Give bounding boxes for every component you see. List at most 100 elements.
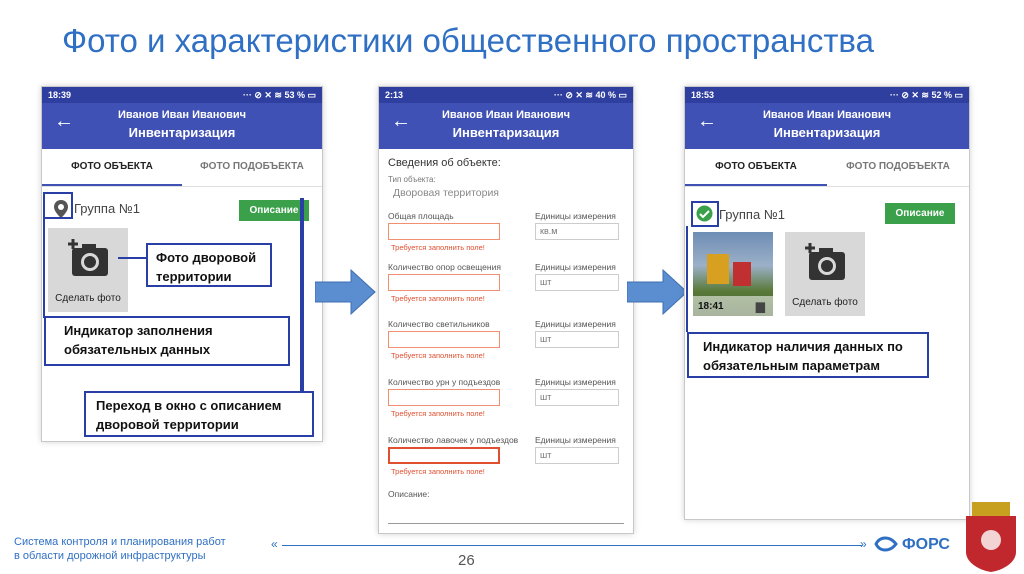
indicator-highlight-box [691, 201, 719, 227]
app-bar: ← Иванов Иван Иванович Инвентаризация [42, 103, 322, 149]
fors-logo-icon [874, 536, 898, 552]
footer-line-1: Система контроля и планирования работ [14, 536, 226, 548]
status-bar: 18:39 ··· ⊘ ✕ ≋ 53 % ▭ [42, 87, 322, 103]
app-bar: ← Иванов Иван Иванович Инвентаризация [685, 103, 969, 149]
field-input[interactable] [388, 274, 500, 291]
back-arrow-icon[interactable]: ← [391, 110, 411, 132]
tabs: ФОТО ОБЪЕКТА ФОТО ПОДОБЪЕКТА [42, 149, 322, 187]
phone-screen-2: 2:13 ··· ⊘ ✕ ≋ 40 % ▭ ← Иванов Иван Ивано… [378, 86, 634, 534]
status-time: 2:13 [385, 90, 404, 100]
field-input[interactable] [388, 447, 500, 464]
tab-object-photo[interactable]: ФОТО ОБЪЕКТА [42, 149, 182, 186]
playground-structure [733, 262, 751, 286]
quote-right-icon: » [860, 537, 867, 551]
field-input[interactable] [388, 389, 500, 406]
type-value: Дворовая территория [393, 187, 499, 199]
check-circle-icon [696, 205, 713, 222]
callout-transition-text: Переход в окно с описанием дворовой терр… [96, 398, 282, 432]
status-icons: ··· ⊘ ✕ ≋ 40 % ▭ [553, 89, 627, 100]
take-photo-label: Сделать фото [792, 297, 858, 308]
group-label: Группа №1 [719, 207, 785, 222]
playground-structure [707, 254, 729, 284]
unit-field: кв.м [535, 223, 619, 240]
description-button[interactable]: Описание [885, 203, 955, 224]
app-bar: ← Иванов Иван Иванович Инвентаризация [379, 103, 633, 149]
required-hint: Требуется заполнить поле! [391, 467, 485, 476]
photo-time: 18:41 [698, 301, 724, 312]
callout-indicator-text: Индикатор заполнения обязательных данных [64, 323, 213, 357]
required-hint: Требуется заполнить поле! [391, 409, 485, 418]
moscow-region-emblem-icon [966, 502, 1016, 572]
callout-line [118, 257, 146, 259]
type-label: Тип объекта: [388, 175, 436, 184]
photo-thumbnail[interactable]: 18:41 ▆ [693, 232, 773, 316]
screen-title: Инвентаризация [128, 125, 236, 140]
take-photo-button[interactable]: Сделать фото [785, 232, 865, 316]
take-photo-label: Сделать фото [55, 293, 121, 304]
arrow-right-icon [627, 268, 688, 316]
field-input[interactable] [388, 223, 500, 240]
status-bar: 18:53 ··· ⊘ ✕ ≋ 52 % ▭ [685, 87, 969, 103]
unit-label: Единицы измерения [535, 319, 616, 329]
screen-title: Инвентаризация [773, 125, 881, 140]
location-pin-icon [54, 200, 68, 218]
callout-indicator-2: Индикатор наличия данных по обязательным… [687, 332, 929, 378]
callout-photo-text: Фото дворовой территории [156, 250, 257, 284]
status-bar: 2:13 ··· ⊘ ✕ ≋ 40 % ▭ [379, 87, 633, 103]
description-button[interactable]: Описание [239, 200, 309, 221]
unit-field: шт [535, 274, 619, 291]
field-label: Количество опор освещения [388, 262, 501, 272]
callout-photo: Фото дворовой территории [146, 243, 272, 287]
unit-field: шт [535, 447, 619, 464]
indicator-highlight-box [43, 192, 73, 219]
field-label: Количество светильников [388, 319, 490, 329]
required-hint: Требуется заполнить поле! [391, 351, 485, 360]
required-hint: Требуется заполнить поле! [391, 243, 485, 252]
screen-title: Инвентаризация [452, 125, 560, 140]
description-highlight-box [300, 198, 304, 398]
field-label: Общая площадь [388, 211, 454, 221]
tab-subobject-photo[interactable]: ФОТО ПОДОБЪЕКТА [846, 161, 950, 172]
trash-icon[interactable]: ▆ [755, 299, 765, 313]
field-input[interactable] [388, 331, 500, 348]
tabs: ФОТО ОБЪЕКТА ФОТО ПОДОБЪЕКТА [685, 149, 969, 187]
status-icons: ··· ⊘ ✕ ≋ 53 % ▭ [242, 89, 316, 100]
callout-transition: Переход в окно с описанием дворовой терр… [84, 391, 314, 437]
field-benches: Количество лавочек у подъездов Требуется… [388, 435, 619, 476]
arrow-right-icon [315, 268, 376, 316]
unit-label: Единицы измерения [535, 377, 616, 387]
status-time: 18:53 [691, 90, 715, 100]
brand-name: ФОРС [902, 536, 950, 553]
description-input[interactable] [388, 523, 624, 524]
field-label: Количество лавочек у подъездов [388, 435, 519, 445]
footer-divider [282, 545, 862, 546]
callout-line [686, 226, 688, 332]
unit-field: шт [535, 331, 619, 348]
user-name: Иванов Иван Иванович [117, 109, 247, 121]
callout-line [43, 218, 45, 318]
status-time: 18:39 [48, 90, 72, 100]
description-label: Описание: [388, 489, 430, 499]
unit-label: Единицы измерения [535, 435, 616, 445]
footer-line-2: в области дорожной инфраструктуры [14, 550, 206, 562]
field-area: Общая площадь Требуется заполнить поле! … [388, 211, 619, 252]
tab-subobject-photo[interactable]: ФОТО ПОДОБЪЕКТА [200, 161, 304, 172]
field-lamps: Количество светильников Требуется заполн… [388, 319, 619, 360]
status-icons: ··· ⊘ ✕ ≋ 52 % ▭ [889, 89, 963, 100]
callout-indicator: Индикатор заполнения обязательных данных [44, 316, 290, 366]
user-name: Иванов Иван Иванович [441, 109, 571, 121]
take-photo-button[interactable]: Сделать фото [48, 228, 128, 312]
phone-screen-3: 18:53 ··· ⊘ ✕ ≋ 52 % ▭ ← Иванов Иван Иван… [684, 86, 970, 520]
user-name: Иванов Иван Иванович [762, 109, 892, 121]
add-photo-icon [805, 243, 845, 280]
phone-screen-1: 18:39 ··· ⊘ ✕ ≋ 53 % ▭ ← Иванов Иван Иван… [41, 86, 323, 442]
slide-title: Фото и характеристики общественного прос… [62, 22, 874, 59]
unit-label: Единицы измерения [535, 211, 616, 221]
field-bins: Количество урн у подъездов Требуется зап… [388, 377, 619, 418]
add-photo-icon [68, 239, 108, 276]
footer-caption: Система контроля и планирования работ в о… [14, 535, 226, 563]
back-arrow-icon[interactable]: ← [697, 110, 717, 132]
photo-overlay [693, 296, 773, 316]
tab-object-photo[interactable]: ФОТО ОБЪЕКТА [685, 149, 827, 186]
back-arrow-icon[interactable]: ← [54, 110, 74, 132]
